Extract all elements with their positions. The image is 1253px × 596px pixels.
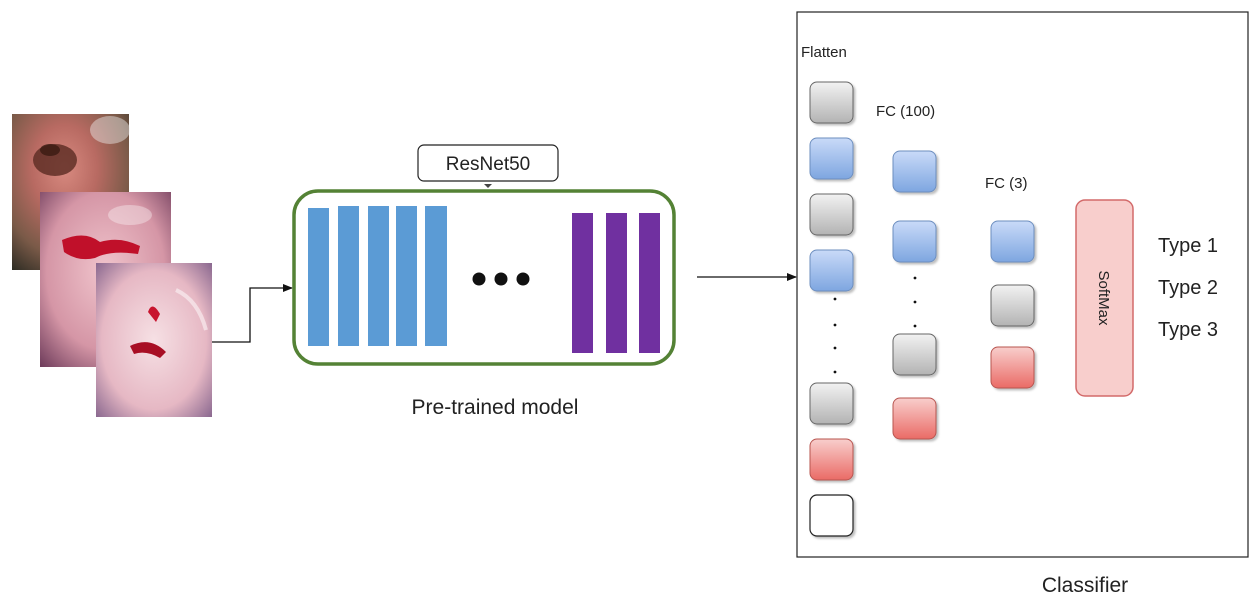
flatten-node bbox=[809, 81, 854, 124]
output-type-1: Type 1 bbox=[1158, 235, 1218, 257]
layer-bar bbox=[396, 206, 417, 346]
connector-images-to-model bbox=[212, 284, 293, 343]
input-images bbox=[12, 114, 212, 417]
output-type-2: Type 2 bbox=[1158, 277, 1218, 299]
classifier-box: Flatten FC (100) FC (3) bbox=[796, 11, 1249, 558]
softmax-label: SoftMax bbox=[1095, 270, 1112, 326]
fc3-column bbox=[990, 220, 1035, 389]
layer-bar bbox=[338, 206, 359, 346]
ellipsis-dots bbox=[472, 272, 530, 286]
backbone-label: ResNet50 bbox=[446, 154, 531, 175]
flatten-node bbox=[809, 137, 854, 180]
flatten-vertical-ellipsis bbox=[833, 297, 837, 374]
input-image-3 bbox=[96, 263, 212, 417]
flatten-node bbox=[809, 193, 854, 236]
flatten-column bbox=[809, 81, 854, 537]
layer-bar bbox=[425, 206, 447, 346]
layer-bar bbox=[308, 208, 329, 346]
softmax-box bbox=[1075, 199, 1134, 397]
flatten-node bbox=[809, 438, 854, 481]
classifier-caption: Classifier bbox=[1042, 574, 1128, 596]
layer-bar bbox=[639, 213, 660, 353]
output-labels: Type 1 Type 2 Type 3 bbox=[1158, 235, 1218, 341]
flatten-node bbox=[809, 249, 854, 292]
flatten-node bbox=[809, 494, 854, 537]
model-caption: Pre-trained model bbox=[412, 396, 579, 419]
softmax-block: SoftMax bbox=[1075, 199, 1134, 397]
fc3-label: FC (3) bbox=[985, 175, 1028, 192]
fc100-node bbox=[892, 220, 937, 263]
output-type-3: Type 3 bbox=[1158, 319, 1218, 341]
fc100-column bbox=[892, 150, 937, 440]
fc3-node bbox=[990, 346, 1035, 389]
layer-bar bbox=[572, 213, 593, 353]
fc100-vertical-ellipsis bbox=[913, 276, 917, 328]
blue-layer-bars bbox=[308, 206, 447, 346]
fc3-node bbox=[990, 284, 1035, 327]
flatten-label: Flatten bbox=[801, 44, 847, 61]
layer-bar bbox=[368, 206, 389, 346]
fc3-node bbox=[990, 220, 1035, 263]
fc100-node bbox=[892, 333, 937, 376]
flatten-node bbox=[809, 382, 854, 425]
layer-bar bbox=[606, 213, 627, 353]
fc100-label: FC (100) bbox=[876, 103, 935, 120]
purple-layer-bars bbox=[572, 213, 660, 353]
fc100-node bbox=[892, 397, 937, 440]
pretrained-model-box: Pre-trained model bbox=[292, 189, 676, 419]
fc100-node bbox=[892, 150, 937, 193]
backbone-label-box: ResNet50 bbox=[417, 144, 559, 188]
